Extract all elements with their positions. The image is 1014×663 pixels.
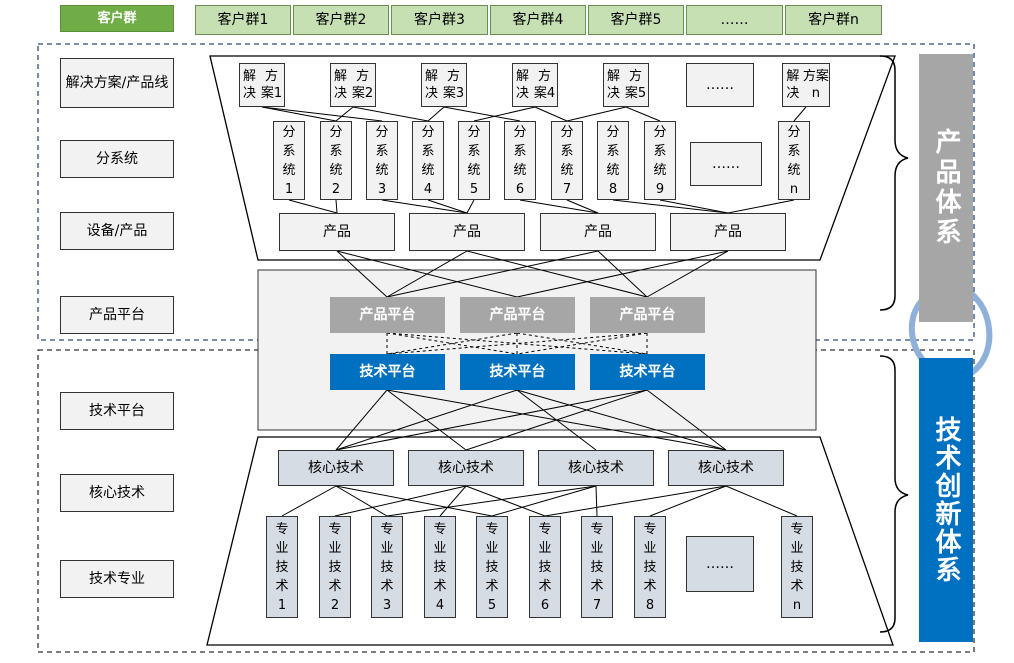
specialty-9: ……	[686, 536, 754, 592]
product-system-title-text: 产品体系	[931, 128, 961, 248]
platform-panel	[257, 269, 817, 431]
product-1: 产品	[279, 213, 395, 251]
core-tech-2: 核心技术	[408, 450, 524, 486]
solution-1: 解决方案1	[239, 63, 285, 107]
solution-6: ……	[686, 63, 754, 107]
product-brace	[879, 55, 909, 311]
product-3: 产品	[540, 213, 656, 251]
subsystem-10: ……	[690, 142, 762, 186]
customer-group-header: 客户群	[60, 5, 174, 32]
product-2: 产品	[409, 213, 525, 251]
tech-platform-2: 技术平台	[460, 354, 575, 390]
label-solution: 解决方案/产品线	[60, 58, 174, 108]
core-tech-4: 核心技术	[668, 450, 784, 486]
tech-platform-1: 技术平台	[330, 354, 445, 390]
label-tech-platform: 技术平台	[60, 392, 174, 430]
product-4: 产品	[670, 213, 786, 251]
customer-group-2: 客户群2	[293, 5, 389, 35]
label-subsystem: 分系统	[60, 140, 174, 178]
tech-platform-3: 技术平台	[590, 354, 705, 390]
customer-group-3: 客户群3	[391, 5, 488, 35]
tech-innovation-title: 技术创新体系	[919, 358, 973, 642]
solution-2: 解决方案2	[330, 63, 376, 107]
tech-innovation-title-text: 技术创新体系	[931, 416, 961, 584]
product-region-border	[37, 43, 975, 341]
solution-5: 解决方案5	[603, 63, 649, 107]
product-platform-1: 产品平台	[330, 297, 445, 333]
product-system-title: 产品体系	[919, 54, 973, 322]
solution-7: 解决方案n	[782, 63, 830, 107]
customer-group-1: 客户群1	[195, 5, 291, 35]
customer-group-5: 客户群5	[588, 5, 684, 35]
product-platform-2: 产品平台	[460, 297, 575, 333]
label-core-tech: 核心技术	[60, 474, 174, 512]
label-product-platform: 产品平台	[60, 296, 174, 334]
customer-group-4: 客户群4	[490, 5, 586, 35]
solution-4: 解决方案4	[512, 63, 558, 107]
tech-brace	[879, 355, 909, 633]
customer-group-7: 客户群n	[785, 5, 882, 35]
core-tech-3: 核心技术	[538, 450, 654, 486]
label-tech-specialty: 技术专业	[60, 560, 174, 598]
solution-3: 解决方案3	[421, 63, 467, 107]
label-device: 设备/产品	[60, 212, 174, 250]
customer-group-6: ……	[686, 5, 783, 35]
core-tech-1: 核心技术	[278, 450, 394, 486]
product-platform-3: 产品平台	[590, 297, 705, 333]
